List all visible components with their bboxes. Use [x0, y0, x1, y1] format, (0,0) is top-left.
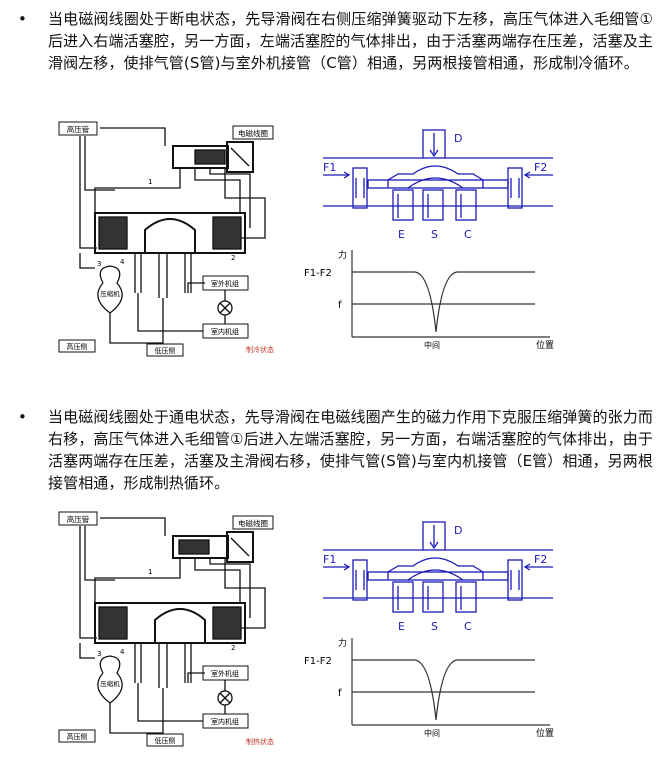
label-solenoid-coil: 电磁线圈 — [238, 128, 268, 138]
valve-force-diagram-heating: D F1 F2 E S C — [323, 521, 553, 633]
label-F1: F1 — [323, 553, 336, 566]
upper-label: F1-F2 — [304, 268, 332, 279]
label-low-pressure-side: 低压侧 — [155, 346, 176, 355]
label-high-pressure-side: 高压侧 — [67, 342, 88, 351]
reversing-valve-schematic-cooling: 高压管 电磁线圈 室外机组 室内机组 压缩机 高压侧 低压侧 制冷状态 1 2 … — [58, 121, 274, 357]
label-num-3: 3 — [97, 650, 101, 658]
bullet: • — [18, 408, 27, 426]
label-F2: F2 — [534, 161, 547, 174]
label-num-1: 1 — [148, 178, 152, 186]
label-num-2: 2 — [231, 254, 235, 262]
label-solenoid-coil: 电磁线圈 — [238, 518, 268, 528]
label-outdoor-unit: 室外机组 — [211, 279, 239, 288]
label-F1: F1 — [323, 161, 336, 174]
x-mid-label: 中间 — [424, 340, 440, 350]
y-axis-label: 力 — [338, 637, 347, 649]
label-E: E — [398, 228, 405, 241]
label-high-pressure-side: 高压侧 — [67, 732, 88, 741]
paragraph-text: 当电磁阀线圈处于通电状态，先导滑阀在电磁线圈产生的磁力作用下克服压缩弹簧的张力而… — [48, 408, 653, 492]
reversing-valve-schematic-heating: 高压管 电磁线圈 室外机组 室内机组 压缩机 高压侧 低压侧 制热状态 1 2 … — [58, 511, 274, 747]
paragraph-text: 当电磁阀线圈处于断电状态，先导滑阀在右侧压缩弹簧驱动下左移，高压气体进入毛细管①… — [48, 10, 653, 72]
x-mid-label: 中间 — [424, 728, 440, 738]
label-S: S — [431, 228, 438, 241]
x-axis-label: 位置 — [536, 339, 554, 351]
valve-force-diagram-cooling: D F1 F2 E S C — [323, 129, 553, 241]
label-C: C — [464, 620, 472, 633]
label-C: C — [464, 228, 472, 241]
x-axis-label: 位置 — [536, 727, 554, 739]
label-high-pressure-pipe: 高压管 — [67, 514, 90, 524]
label-D: D — [454, 524, 462, 537]
label-F2: F2 — [534, 553, 547, 566]
bullet: • — [18, 10, 27, 28]
lower-label: f — [338, 300, 342, 311]
label-compressor: 压缩机 — [100, 289, 120, 298]
force-position-chart-heating: 力 F1-F2 f 中间 位置 — [304, 637, 554, 739]
label-num-2: 2 — [231, 644, 235, 652]
y-axis-label: 力 — [338, 249, 347, 261]
label-indoor-unit: 室内机组 — [211, 327, 239, 336]
label-indoor-unit: 室内机组 — [211, 717, 239, 726]
label-mode: 制冷状态 — [246, 345, 274, 354]
upper-label: F1-F2 — [304, 656, 332, 667]
label-num-4: 4 — [120, 648, 125, 656]
label-outdoor-unit: 室外机组 — [211, 669, 239, 678]
label-high-pressure-pipe: 高压管 — [67, 124, 90, 134]
force-position-chart-cooling: 力 F1-F2 f 中间 位置 — [304, 249, 554, 351]
label-num-4: 4 — [120, 258, 125, 266]
label-low-pressure-side: 低压侧 — [155, 736, 176, 745]
label-num-1: 1 — [148, 568, 152, 576]
label-D: D — [454, 132, 462, 145]
label-S: S — [431, 620, 438, 633]
label-mode: 制热状态 — [246, 737, 274, 746]
label-num-3: 3 — [97, 260, 101, 268]
lower-label: f — [338, 688, 342, 699]
label-compressor: 压缩机 — [100, 679, 120, 688]
label-E: E — [398, 620, 405, 633]
